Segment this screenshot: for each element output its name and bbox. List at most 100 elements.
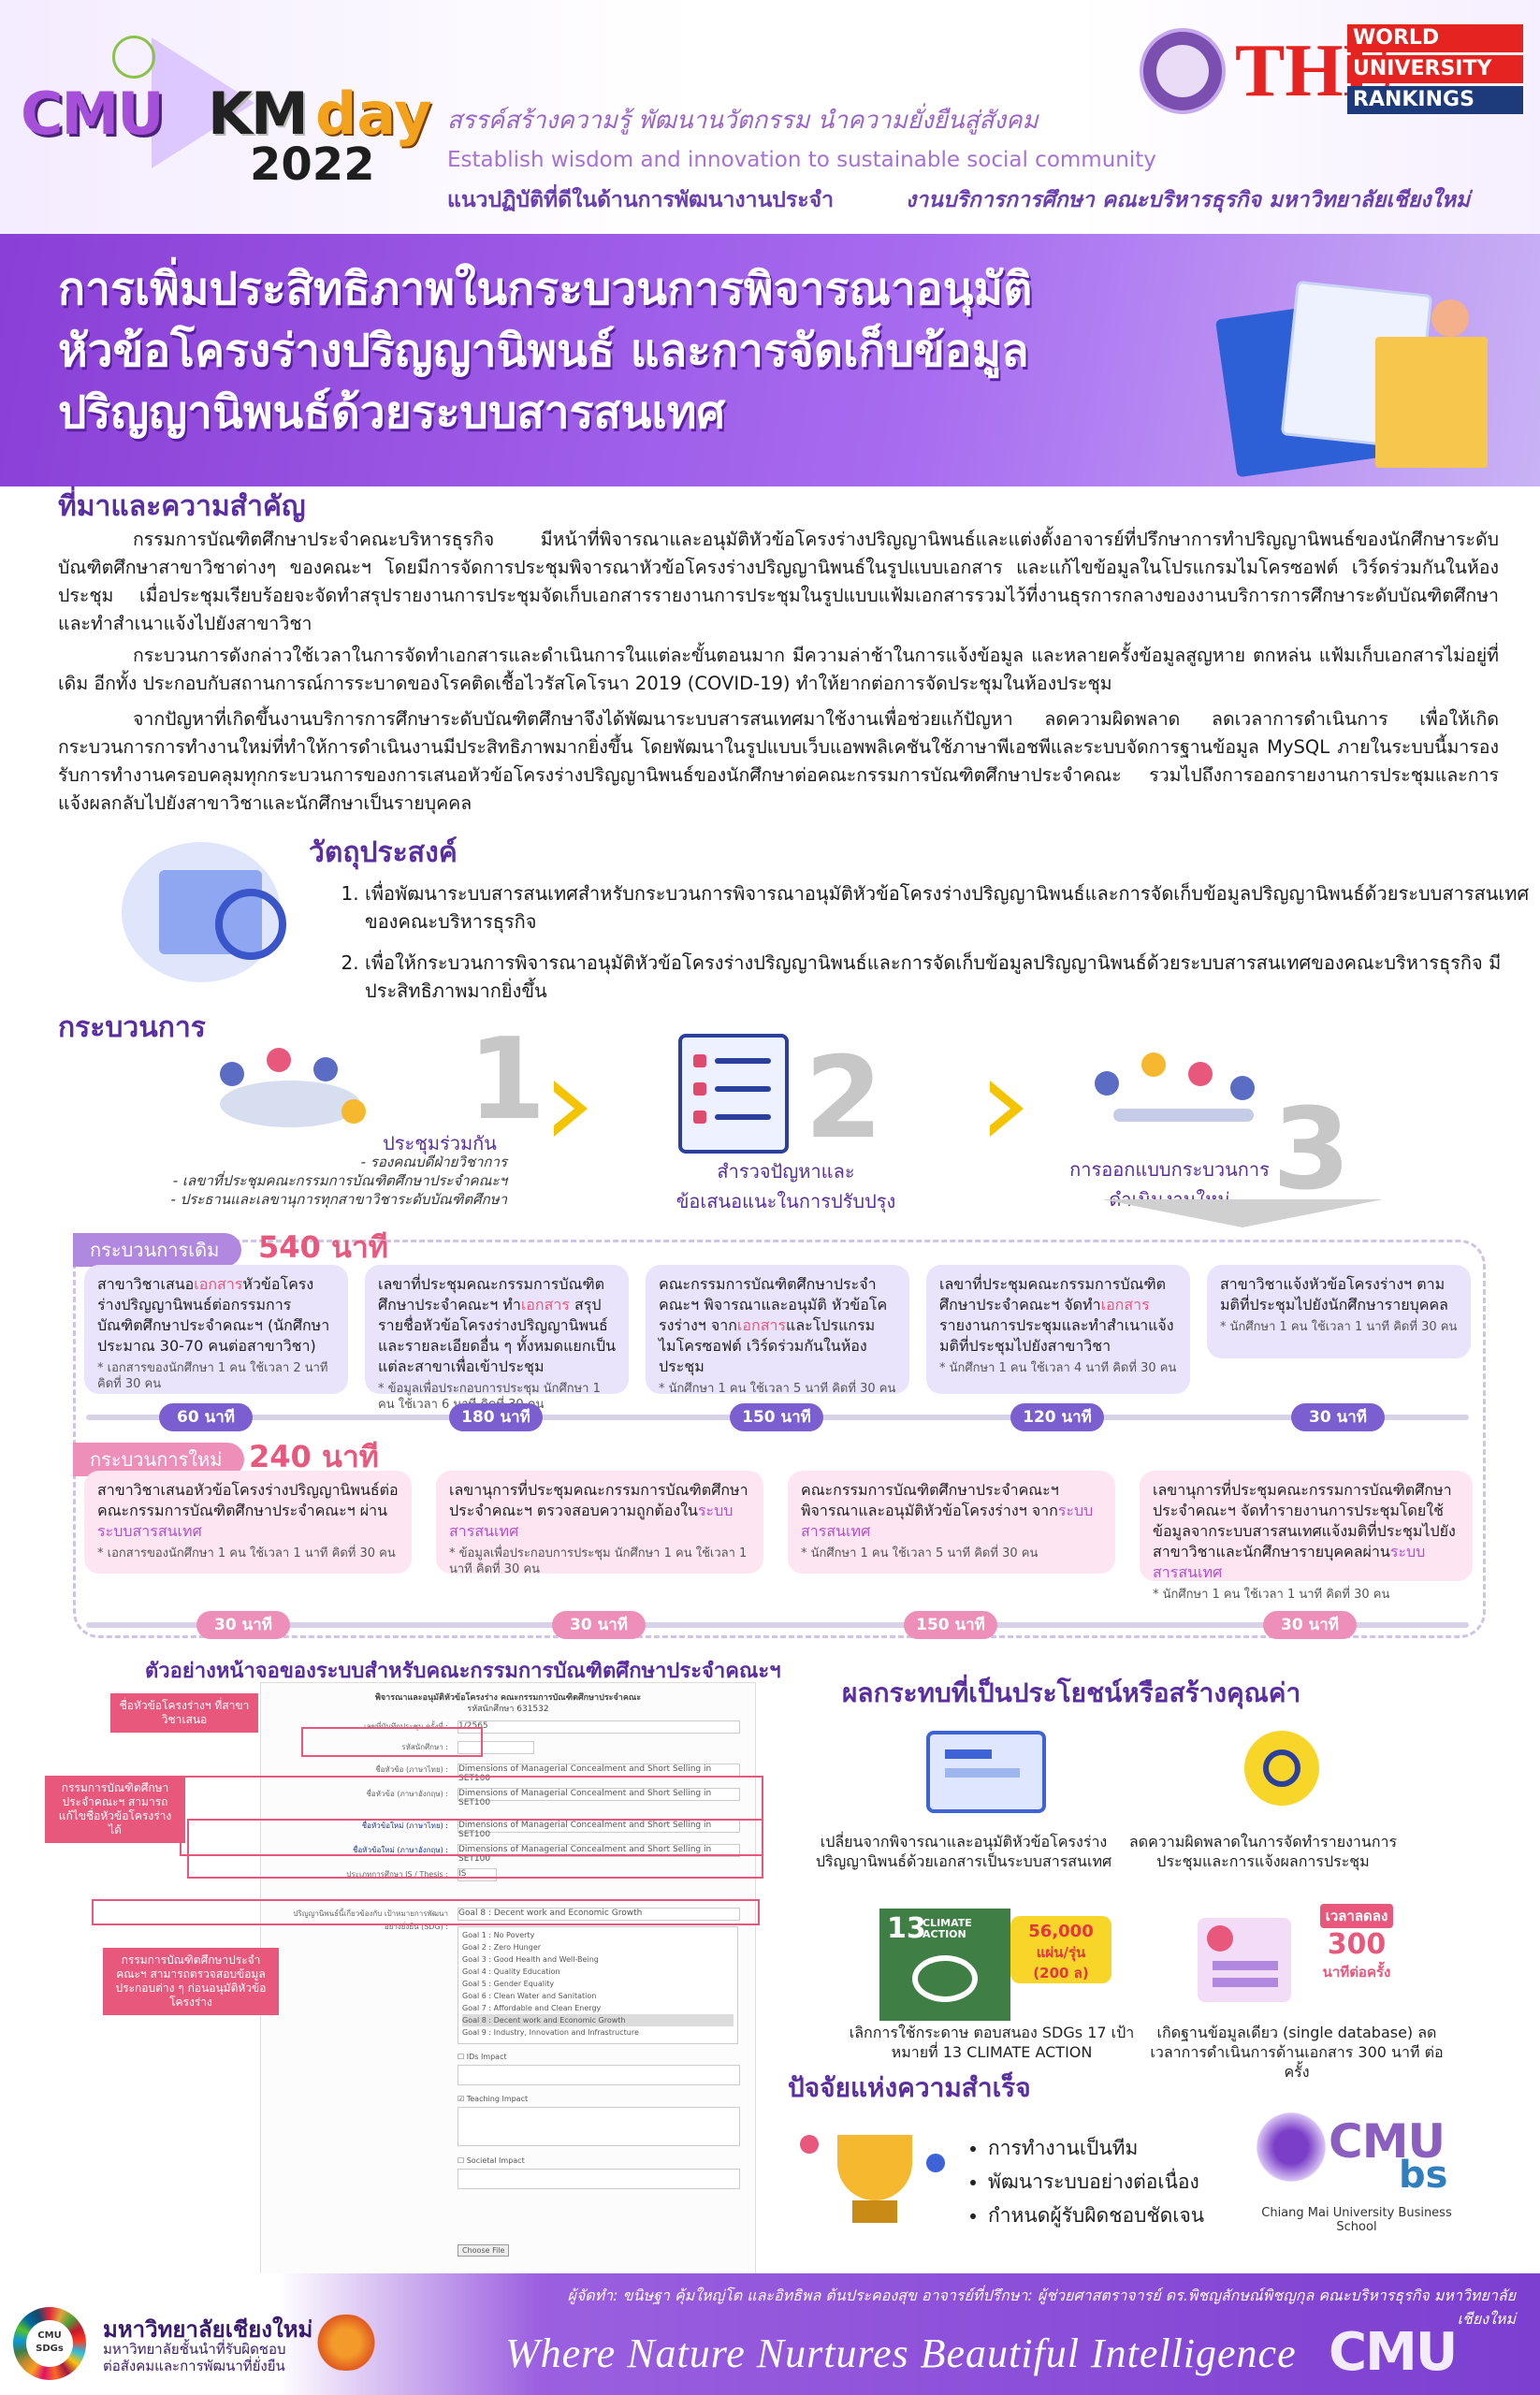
impact-textarea[interactable] — [458, 2169, 740, 2189]
department-label: งานบริการการศึกษา คณะบริหารธุรกิจ มหาวิท… — [906, 188, 1471, 212]
goal-option[interactable]: Goal 6 : Clean Water and Sanitation — [462, 1992, 597, 2000]
goal-option[interactable]: Goal 4 : Quality Education — [462, 1967, 560, 1976]
the-word: RANKINGS — [1347, 86, 1523, 114]
goal-option-selected[interactable]: Goal 8 : Decent work and Economic Growth — [462, 2014, 734, 2026]
checklist-clipboard-icon — [678, 1034, 789, 1154]
benefit-item: ลดความผิดพลาดในการจัดทำรายงานการประชุมแล… — [1128, 1833, 1398, 1870]
minutes-pill: 180 นาที — [449, 1403, 543, 1431]
form-label: ชื่อหัวข้อ (ภาษาอังกฤษ) : — [366, 1790, 449, 1798]
form-field[interactable] — [458, 1741, 534, 1754]
process-heading: กระบวนการ — [58, 1011, 206, 1044]
impact-textarea[interactable] — [458, 2065, 740, 2085]
screen-header: พิจารณาและอนุมัติหัวข้อโครงร่าง คณะกรรมก… — [374, 1693, 642, 1703]
callout-edit-title: กรรมการบัณฑิตศึกษาประจำคณะฯ สามารถแก้ไขช… — [45, 1776, 185, 1843]
title-line: ปริญญานิพนธ์ด้วยระบบสารสนเทศ — [58, 386, 725, 439]
new-process-card: คณะกรรมการบัณฑิตศึกษาประจำคณะฯ พิจารณาแล… — [788, 1471, 1115, 1574]
database-icon — [1179, 1909, 1310, 2011]
header: CMU KM day 2022 สรรค์สร้างความรู้ พัฒนาน… — [0, 0, 1540, 234]
background-paragraph: กรรมการบัณฑิตศึกษาประจำคณะบริหารธุรกิจ ม… — [58, 529, 1499, 634]
form-label: ชื่อหัวข้อใหม่ (ภาษาอังกฤษ) : — [353, 1846, 448, 1854]
team-illustration-icon — [1076, 1024, 1272, 1146]
benefits-heading: ผลกระทบที่เป็นประโยชน์หรือสร้างคุณค่า — [842, 1677, 1301, 1708]
minutes-pill: 30 นาที — [552, 1611, 646, 1639]
sdg13-climate-action-icon: 13 CLIMATE ACTION — [879, 1909, 1010, 2021]
benefit-item: เลิกการใช้กระดาษ ตอบสนอง SDGs 17 เป้าหมา… — [849, 2024, 1135, 2061]
success-factor: การทำงานเป็นทีม — [988, 2131, 1204, 2165]
impact-checkbox[interactable]: ☐ Societal Impact — [458, 2156, 525, 2165]
footer: CMU SDGs มหาวิทยาลัยเชียงใหม่ มหาวิทยาลั… — [0, 2273, 1540, 2395]
objective-item: เพื่อให้กระบวนการพิจารณาอนุมัติหัวข้อโคร… — [365, 949, 1534, 1005]
title-line: การเพิ่มประสิทธิภาพในกระบวนการพิจารณาอนุ… — [58, 263, 1033, 315]
credits: ผู้จัดทำ: ขนิษฐา คุ้มใหญ่โต และอิทธิพล ต… — [567, 2286, 1516, 2328]
goal-option[interactable]: Goal 5 : Gender Equality — [462, 1980, 555, 1988]
form-field[interactable]: Dimensions of Managerial Concealment and… — [458, 1764, 740, 1783]
the-rankings-logo: THE WORLD UNIVERSITY RANKINGS — [1235, 24, 1525, 118]
logo-cmu-text: CMU — [21, 80, 165, 148]
logo-year-text: 2022 — [250, 138, 375, 191]
callout-check-info: กรรมการบัณฑิตศึกษาประจำคณะฯ สามารถตรวจสอ… — [103, 1948, 279, 2015]
play-triangle-icon — [152, 37, 254, 168]
logo-km-text: KM — [208, 80, 309, 148]
form-field[interactable]: Dimensions of Managerial Concealment and… — [458, 1788, 740, 1807]
impact-checkbox[interactable]: ☐ IDs Impact — [458, 2053, 507, 2061]
objective-item: เพื่อพัฒนาระบบสารสนเทศสำหรับกระบวนการพิจ… — [365, 879, 1534, 936]
paper-saving-badge: 56,000 แผ่น/รุ่น (200 ล) — [1010, 1916, 1111, 1983]
trophy-icon — [791, 2116, 959, 2238]
background-paragraph: จากปัญหาที่เกิดขึ้นงานบริการการศึกษาระดั… — [58, 708, 1499, 814]
slogan-thai: สรรค์สร้างความรู้ พัฒนานวัตกรรม นำความยั… — [447, 107, 1039, 135]
goal-option[interactable]: Goal 3 : Good Health and Well-Being — [462, 1955, 599, 1964]
highlight-frame — [187, 1819, 763, 1879]
sdg-goal-select[interactable]: Goal 1 : No Poverty Goal 2 : Zero Hunger… — [458, 1926, 738, 2044]
form-field[interactable]: Dimensions of Managerial Concealment and… — [458, 1844, 740, 1864]
impact-checkbox[interactable]: ☑ Teaching Impact — [458, 2095, 529, 2103]
callout-proposed-title: ชื่อหัวข้อโครงร่างฯ ที่สาขาวิชาเสนอ — [110, 1693, 258, 1733]
the-word: UNIVERSITY — [1347, 55, 1523, 83]
minutes-pill: 60 นาที — [159, 1403, 253, 1431]
old-process-card: สาขาวิชาเสนอเอกสารหัวข้อโครงร่างปริญญานิ… — [84, 1265, 348, 1394]
impact-textarea[interactable] — [458, 2107, 740, 2146]
success-factor: กำหนดผู้รับผิดชอบชัดเจน — [988, 2199, 1204, 2232]
minutes-pill: 30 นาที — [196, 1611, 290, 1639]
title-banner: การเพิ่มประสิทธิภาพในกระบวนการพิจารณาอนุ… — [0, 234, 1540, 486]
slogan-english: Establish wisdom and innovation to susta… — [447, 148, 1156, 172]
goal-option[interactable]: Goal 9 : Industry, Innovation and Infras… — [462, 2028, 639, 2037]
goal-option[interactable]: Goal 1 : No Poverty — [462, 1931, 535, 1939]
step-label: ประชุมร่วมกัน — [383, 1132, 497, 1154]
cmu-sdgs-icon: CMU SDGs — [13, 2307, 86, 2380]
flower-icon — [309, 2315, 384, 2371]
old-process-card: เลขาที่ประชุมคณะกรรมการบัณฑิตศึกษาประจำค… — [926, 1265, 1190, 1394]
old-process-card: สาขาวิชาแจ้งหัวข้อโครงร่างฯ ตามมติที่ประ… — [1207, 1265, 1471, 1358]
objectives-heading: วัตถุประสงค์ — [309, 836, 458, 869]
logo-day-text: day — [315, 80, 432, 148]
step-number: 1 — [468, 1015, 546, 1145]
process-comparison — [73, 1240, 1486, 1638]
highlight-frame — [92, 1899, 760, 1925]
step-label: สำรวจปัญหาและข้อเสนอแนะในการปรับปรุง — [676, 1160, 896, 1212]
screen-student-id: รหัสนักศึกษา 631532 — [467, 1705, 549, 1714]
choose-file-button[interactable]: Choose File — [458, 2244, 510, 2257]
step-number: 3 — [1272, 1085, 1351, 1215]
benefit-item: เปลี่ยนจากพิจารณาและอนุมัติหัวข้อโครงร่า… — [815, 1833, 1112, 1870]
form-label: ปริญญานิพนธ์นี้เกี่ยวข้องกับ เป้าหมายการ… — [293, 1909, 448, 1931]
system-screenshot: พิจารณาและอนุมัติหัวข้อโครงร่าง คณะกรรมก… — [260, 1682, 756, 2283]
minutes-pill: 120 นาที — [1010, 1403, 1104, 1431]
page-title: การเพิ่มประสิทธิภาพในกระบวนการพิจารณาอนุ… — [58, 258, 1181, 443]
new-process-card: สาขาวิชาเสนอหัวข้อโครงร่างปริญญานิพนธ์ต่… — [84, 1471, 412, 1574]
arrow-down-icon — [1102, 1199, 1383, 1227]
background-paragraph: กระบวนการดังกล่าวใช้เวลาในการจัดทำเอกสาร… — [58, 645, 1499, 694]
new-process-card: เลขานุการที่ประชุมคณะกรรมการบัณฑิตศึกษาป… — [436, 1471, 763, 1576]
step-notes: - รองคณบดีฝ่ายวิชาการ - เลขาที่ประชุมคณะ… — [170, 1154, 507, 1208]
goal-option[interactable]: Goal 7 : Affordable and Clean Energy — [462, 2004, 602, 2012]
old-process-card: คณะกรรมการบัณฑิตศึกษาประจำคณะฯ พิจารณาแล… — [646, 1265, 909, 1396]
form-field[interactable]: Goal 8 : Decent work and Economic Growth — [458, 1908, 740, 1921]
goal-option[interactable]: Goal 2 : Zero Hunger — [462, 1943, 542, 1952]
the-word: WORLD — [1347, 24, 1523, 52]
form-label: ชื่อหัวข้อ (ภาษาไทย) : — [375, 1765, 448, 1774]
cmu-business-school-logo: CMU bs Chiang Mai University Business Sc… — [1235, 2096, 1469, 2234]
title-line: หัวข้อโครงร่างปริญญานิพนธ์ และการจัดเก็บ… — [58, 325, 1029, 377]
minutes-pill: 30 นาที — [1263, 1611, 1357, 1639]
form-field[interactable]: 1/2565 — [458, 1720, 740, 1734]
old-process-card: เลขาที่ประชุมคณะกรรมการบัณฑิตศึกษาประจำค… — [365, 1265, 629, 1412]
form-label: ชื่อหัวข้อใหม่ (ภาษาไทย) : — [361, 1822, 448, 1830]
